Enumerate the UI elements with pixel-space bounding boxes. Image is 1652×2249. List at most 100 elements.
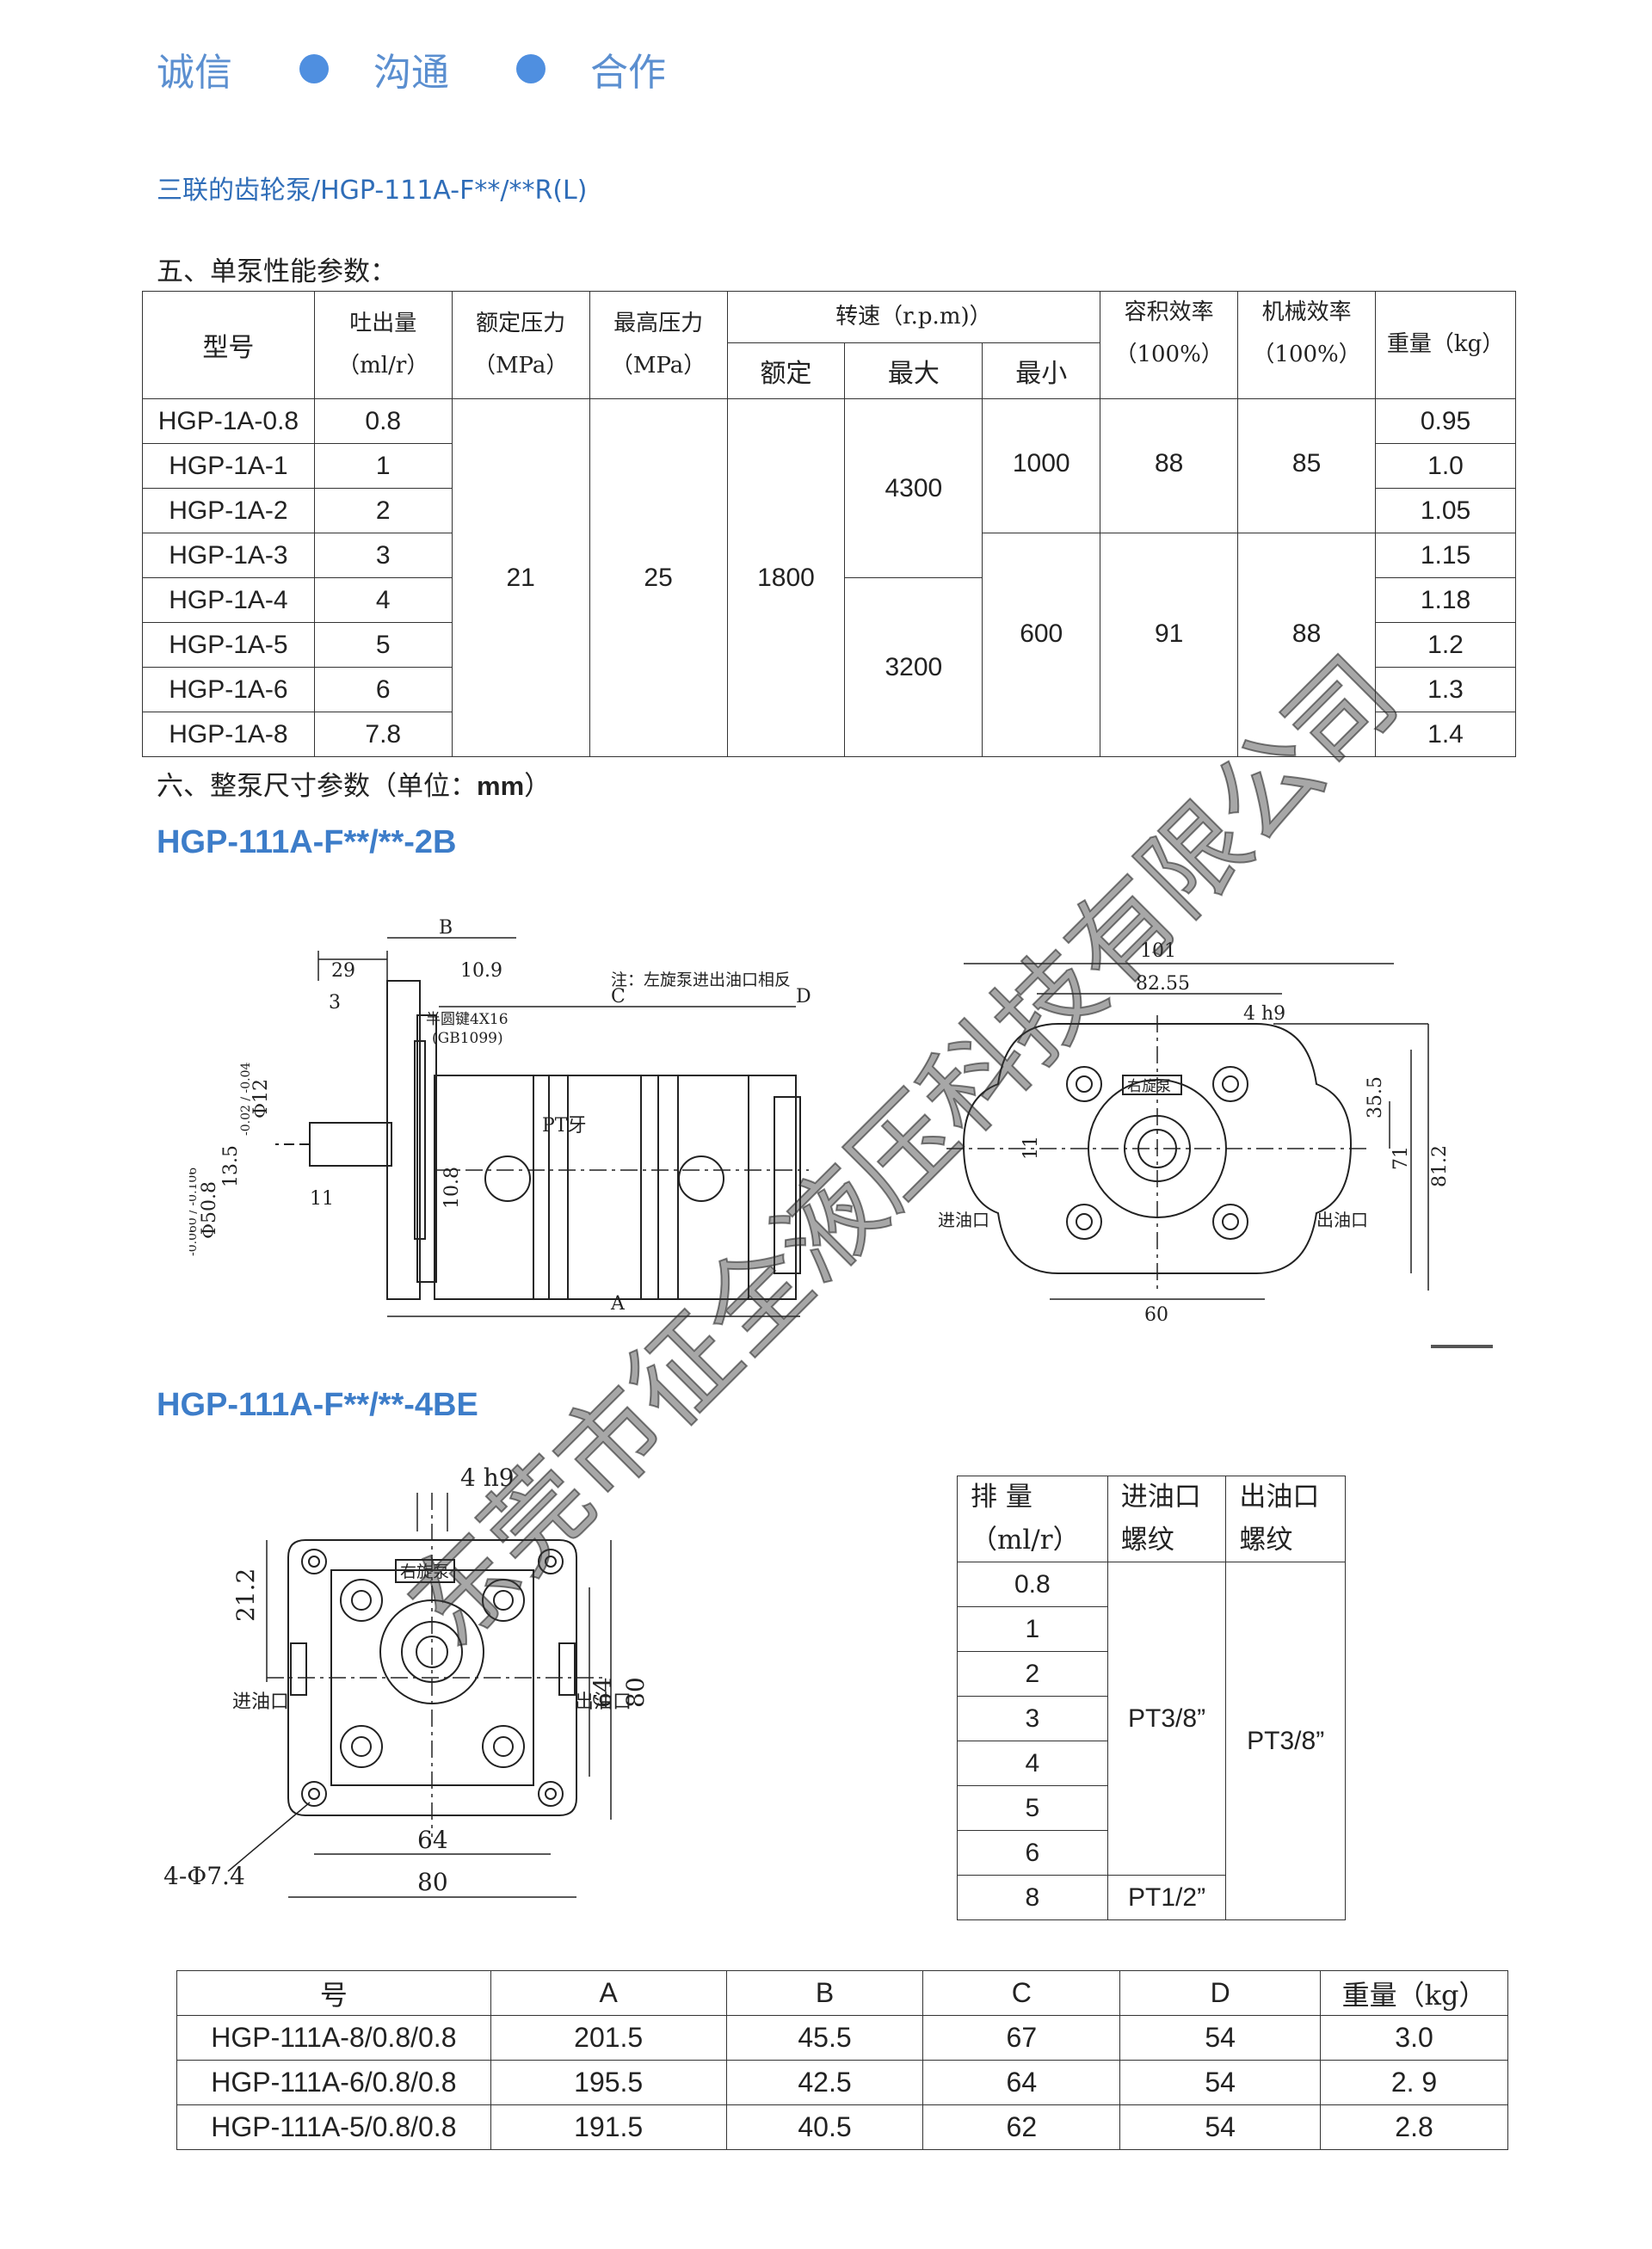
dim-d: D (796, 986, 811, 1007)
cell-vol-eff: 91 (1100, 533, 1239, 757)
cell-a: 201.5 (490, 2015, 727, 2061)
slogan-word-3: 合作 (590, 51, 666, 95)
cell-max-pressure: 25 (589, 398, 728, 757)
dim-10-9: 10.9 (460, 960, 502, 982)
header-vol-eff: 容积效率（100%） (1100, 291, 1239, 399)
slogan-word-2: 沟通 (373, 51, 449, 95)
port-header-outlet: 出油口螺纹 (1225, 1475, 1346, 1563)
cell-weight: 2. 9 (1320, 2060, 1508, 2105)
header-displacement: 吐出量（ml/r） (313, 291, 453, 399)
dim-60: 60 (1144, 1304, 1168, 1326)
dim-header-c: C (922, 1970, 1121, 2016)
cell-disp: 7.8 (313, 712, 453, 757)
cell-weight: 0.95 (1375, 398, 1516, 444)
dim2-64v: 64 (589, 1677, 617, 1708)
dim-phi50-tol: -0.060 / -0.106 (189, 1168, 200, 1256)
cell-d: 54 (1119, 2060, 1322, 2105)
cell-model: HGP-1A-6 (142, 667, 315, 712)
port-table: 排 量（ml/r） 进油口螺纹 出油口螺纹 0.8 PT3/8” PT3/8” … (957, 1475, 1346, 1921)
dim-4h9: 4 h9 (1243, 1003, 1285, 1025)
dim-b: B (439, 917, 453, 939)
model-2b-title: HGP-111A-F**/**-2B (157, 824, 457, 860)
table-row: HGP-111A-6/0.8/0.8 195.5 42.5 64 54 2. 9 (176, 2060, 1508, 2105)
cell-weight: 1.3 (1375, 667, 1516, 712)
side-view (275, 937, 809, 1317)
port-header-disp: 排 量（ml/r） (957, 1475, 1108, 1563)
front-view (946, 963, 1429, 1300)
cell-d: 54 (1119, 2104, 1322, 2150)
note-text: 注：左旋泵进出油口相反 (611, 970, 791, 989)
performance-table: 型号 吐出量（ml/r） 额定压力（MPa） 最高压力（MPa） 转速（r.p.… (142, 291, 1516, 757)
dim-header-model: 号 (176, 1970, 491, 2016)
cell-model: HGP-1A-1 (142, 443, 315, 489)
dim-10-8: 10.8 (441, 1167, 463, 1209)
dim-11b: 11 (1020, 1136, 1042, 1160)
cell-model: HGP-1A-5 (142, 622, 315, 668)
cell-disp: 2 (313, 488, 453, 533)
port-inlet-thread-8: PT1/2” (1106, 1875, 1227, 1921)
dim-101: 101 (1140, 940, 1176, 962)
header-model: 型号 (142, 291, 315, 399)
port-inlet-thread: PT3/8” (1106, 1562, 1227, 1876)
table-row: HGP-1A-0.8 0.8 21 25 1800 4300 1000 88 8… (142, 398, 1516, 757)
dim-phi12-tol: -0.02 / -0.04 (239, 1062, 253, 1136)
section5-title: 五、单泵性能参数： (157, 256, 397, 287)
table-row: HGP-111A-8/0.8/0.8 201.5 45.5 67 54 3.0 (176, 2015, 1508, 2061)
dim-82-55: 82.55 (1136, 973, 1190, 995)
cell-d: 54 (1119, 2015, 1322, 2061)
cell-model: HGP-111A-5/0.8/0.8 (176, 2104, 491, 2150)
cell-rated-speed: 1800 (726, 398, 846, 757)
cell-weight: 1.2 (1375, 622, 1516, 668)
cell-vol-eff: 88 (1100, 398, 1239, 533)
table-row: 1 (957, 1606, 1346, 1653)
dim-13-5: 13.5 (220, 1145, 242, 1187)
cell-c: 64 (922, 2060, 1121, 2105)
dim2-64: 64 (417, 1826, 448, 1854)
dim2-80v: 80 (621, 1677, 650, 1708)
cell-weight: 1.15 (1375, 533, 1516, 578)
product-subtitle: 三联的齿轮泵/HGP-111A-F**/**R(L) (157, 176, 588, 206)
dim2-80: 80 (417, 1868, 448, 1896)
header-speed-min: 最小 (982, 342, 1101, 399)
cell-disp: 0.8 (313, 398, 453, 444)
cell-disp: 5 (313, 622, 453, 668)
cell-mech-eff: 85 (1237, 398, 1377, 533)
table-row: HGP-1A-2 2 1.05 (142, 488, 1516, 533)
cell-max-speed: 4300 (844, 398, 983, 578)
port-disp: 3 (957, 1696, 1108, 1742)
dim-header-a: A (490, 1970, 727, 2016)
cell-max-speed: 3200 (844, 577, 983, 757)
header-speed-max: 最大 (844, 342, 983, 399)
cell-min-speed: 1000 (982, 398, 1101, 533)
dim-29: 29 (331, 960, 355, 982)
inlet-label-2: 进油口 (232, 1691, 289, 1713)
port-disp: 6 (957, 1830, 1108, 1876)
port-header-inlet: 进油口螺纹 (1106, 1475, 1227, 1563)
port-outlet-thread: PT3/8” (1225, 1562, 1346, 1921)
dim-phi12: Φ12 (250, 1079, 272, 1118)
cell-weight: 2.8 (1320, 2104, 1508, 2150)
cell-model: HGP-111A-6/0.8/0.8 (176, 2060, 491, 2105)
cell-weight: 1.0 (1375, 443, 1516, 489)
dim-71: 71 (1390, 1146, 1412, 1170)
cell-weight: 1.18 (1375, 577, 1516, 623)
cell-mech-eff: 88 (1237, 533, 1377, 757)
cell-b: 40.5 (725, 2104, 924, 2150)
cell-model: HGP-1A-0.8 (142, 398, 315, 444)
cell-c: 62 (922, 2104, 1121, 2150)
cell-model: HGP-1A-3 (142, 533, 315, 578)
header-speed-rated: 额定 (726, 342, 846, 399)
dimension-table: 号 A B C D 重量（kg） HGP-111A-8/0.8/0.8 201.… (176, 1970, 1508, 2150)
dim2-4h9: 4 h9 (460, 1463, 515, 1492)
divider (1431, 1345, 1493, 1348)
cell-weight: 3.0 (1320, 2015, 1508, 2061)
cell-model: HGP-111A-8/0.8/0.8 (176, 2015, 491, 2061)
cell-b: 45.5 (725, 2015, 924, 2061)
cell-a: 195.5 (490, 2060, 727, 2105)
drawing-4be: 4 h9 右旋泵 进油口 出油口 64 80 4-Φ7.4 21.2 64 80 (163, 1463, 650, 1898)
dim-header-weight: 重量（kg） (1320, 1970, 1508, 2016)
cell-disp: 6 (313, 667, 453, 712)
cell-model: HGP-1A-8 (142, 712, 315, 757)
cell-weight: 1.4 (1375, 712, 1516, 757)
cell-a: 191.5 (490, 2104, 727, 2150)
